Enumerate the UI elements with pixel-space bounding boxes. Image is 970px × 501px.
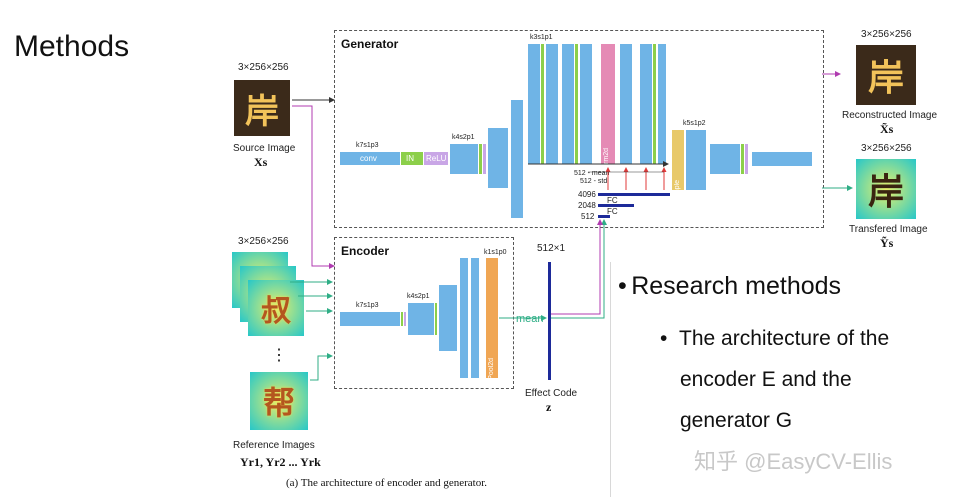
fc-std-label: 512 - std: [580, 178, 608, 185]
effect-symbol: z: [546, 400, 552, 414]
reference-image-k: 帮: [250, 372, 308, 430]
gen-relu-label: ReLU: [426, 154, 447, 163]
effect-dim: 512×1: [537, 243, 566, 254]
slide-title: Methods: [14, 30, 130, 63]
figure-caption: (a) The architecture of encoder and gene…: [286, 477, 488, 489]
gen-upsample-block: [672, 130, 684, 190]
enc-k1-label: k1s1p0: [484, 249, 507, 256]
gen-out-block: [752, 152, 812, 166]
gen-down1-block: [450, 144, 478, 174]
fc-2048-bar: [598, 204, 634, 207]
bullet-dot: •: [618, 272, 627, 300]
generator-label: Generator: [341, 37, 399, 51]
transfer-image: 岸: [856, 159, 916, 219]
fc-4096-bar: [598, 193, 670, 196]
fc-mean-label: 512 - mean: [574, 170, 610, 177]
enc-down3-block: [460, 258, 468, 378]
generator-box: [334, 30, 824, 228]
reference-label: Reference Images: [233, 440, 315, 451]
fc-1-label: FC: [607, 196, 618, 205]
enc-down1-block: [408, 303, 434, 335]
enc-k7-label: k7s1p3: [356, 302, 379, 309]
gen-up2-block: [710, 144, 740, 174]
bullet-text: Research methods: [631, 272, 842, 300]
source-image: 岸: [234, 80, 290, 136]
encoder-label: Encoder: [341, 244, 390, 258]
sub-bullet-dot: •: [660, 327, 680, 350]
recon-label: Reconstructed Image: [842, 110, 938, 121]
transfer-label: Transfered Image: [849, 224, 928, 235]
fc-2-label: FC: [607, 207, 618, 216]
recon-symbol: X̃s: [880, 122, 894, 136]
source-label: Source Image: [233, 143, 296, 154]
gen-k7-label: k7s1p3: [356, 142, 379, 149]
enc-down2-block: [439, 285, 457, 351]
encoder-box: [334, 237, 514, 389]
transfer-dim: 3×256×256: [861, 143, 912, 154]
source-dim: 3×256×256: [238, 62, 289, 73]
gen-in-block: [401, 152, 423, 165]
source-symbol: Xs: [254, 155, 268, 169]
recon-dim: 3×256×256: [861, 29, 912, 40]
gen-conv-block: [340, 152, 400, 165]
reference-ellipsis: ⋮: [271, 347, 287, 364]
effect-code-bar: [548, 262, 551, 380]
gen-down3-block: [511, 100, 523, 218]
sub-bullet-line-2: encoder E and the: [680, 368, 852, 391]
divider: [610, 262, 611, 497]
bullet-research-methods: • Research methods: [618, 272, 841, 301]
gen-relu-block: [424, 152, 448, 165]
enc-k4-label: k4s2p1: [407, 293, 430, 300]
reference-image-3: 叔: [248, 280, 304, 336]
effect-label: Effect Code: [525, 388, 578, 399]
reference-dim: 3×256×256: [238, 236, 289, 247]
enc-conv-block: [340, 312, 400, 326]
sub-bullet-line-3: generator G: [680, 409, 793, 432]
sub-bullet: • The architecture of the encoder E and …: [660, 318, 960, 441]
gen-k3-label: k3s1p1: [530, 34, 553, 41]
enc-pool-block: [486, 258, 498, 378]
gen-res1: [528, 44, 540, 164]
sub-bullet-line-1: The architecture of the: [679, 327, 890, 350]
gen-adain-block: [601, 44, 615, 164]
gen-res4: [640, 44, 652, 164]
recon-image: 岸: [856, 45, 916, 105]
transfer-symbol: Ỹs: [880, 236, 894, 250]
fc-2048-label: 2048: [578, 201, 596, 210]
gen-k5-label: k5s1p2: [683, 120, 706, 127]
fc-512-label: 512: [581, 212, 595, 221]
gen-in-label: IN: [406, 154, 414, 163]
fc-4096-label: 4096: [578, 190, 596, 199]
gen-res2: [562, 44, 574, 164]
gen-up1-block: [686, 130, 706, 190]
fc-512-bar: [598, 215, 610, 218]
gen-res3: [620, 44, 632, 164]
reference-symbol: Yr1, Yr2 ... Yrk: [240, 455, 321, 469]
gen-conv-label: conv: [360, 154, 377, 163]
gen-down2-block: [488, 128, 508, 188]
watermark: 知乎 @EasyCV-Ellis: [694, 449, 893, 474]
gen-k4-label: k4s2p1: [452, 134, 475, 141]
mean-label: mean: [516, 313, 544, 325]
